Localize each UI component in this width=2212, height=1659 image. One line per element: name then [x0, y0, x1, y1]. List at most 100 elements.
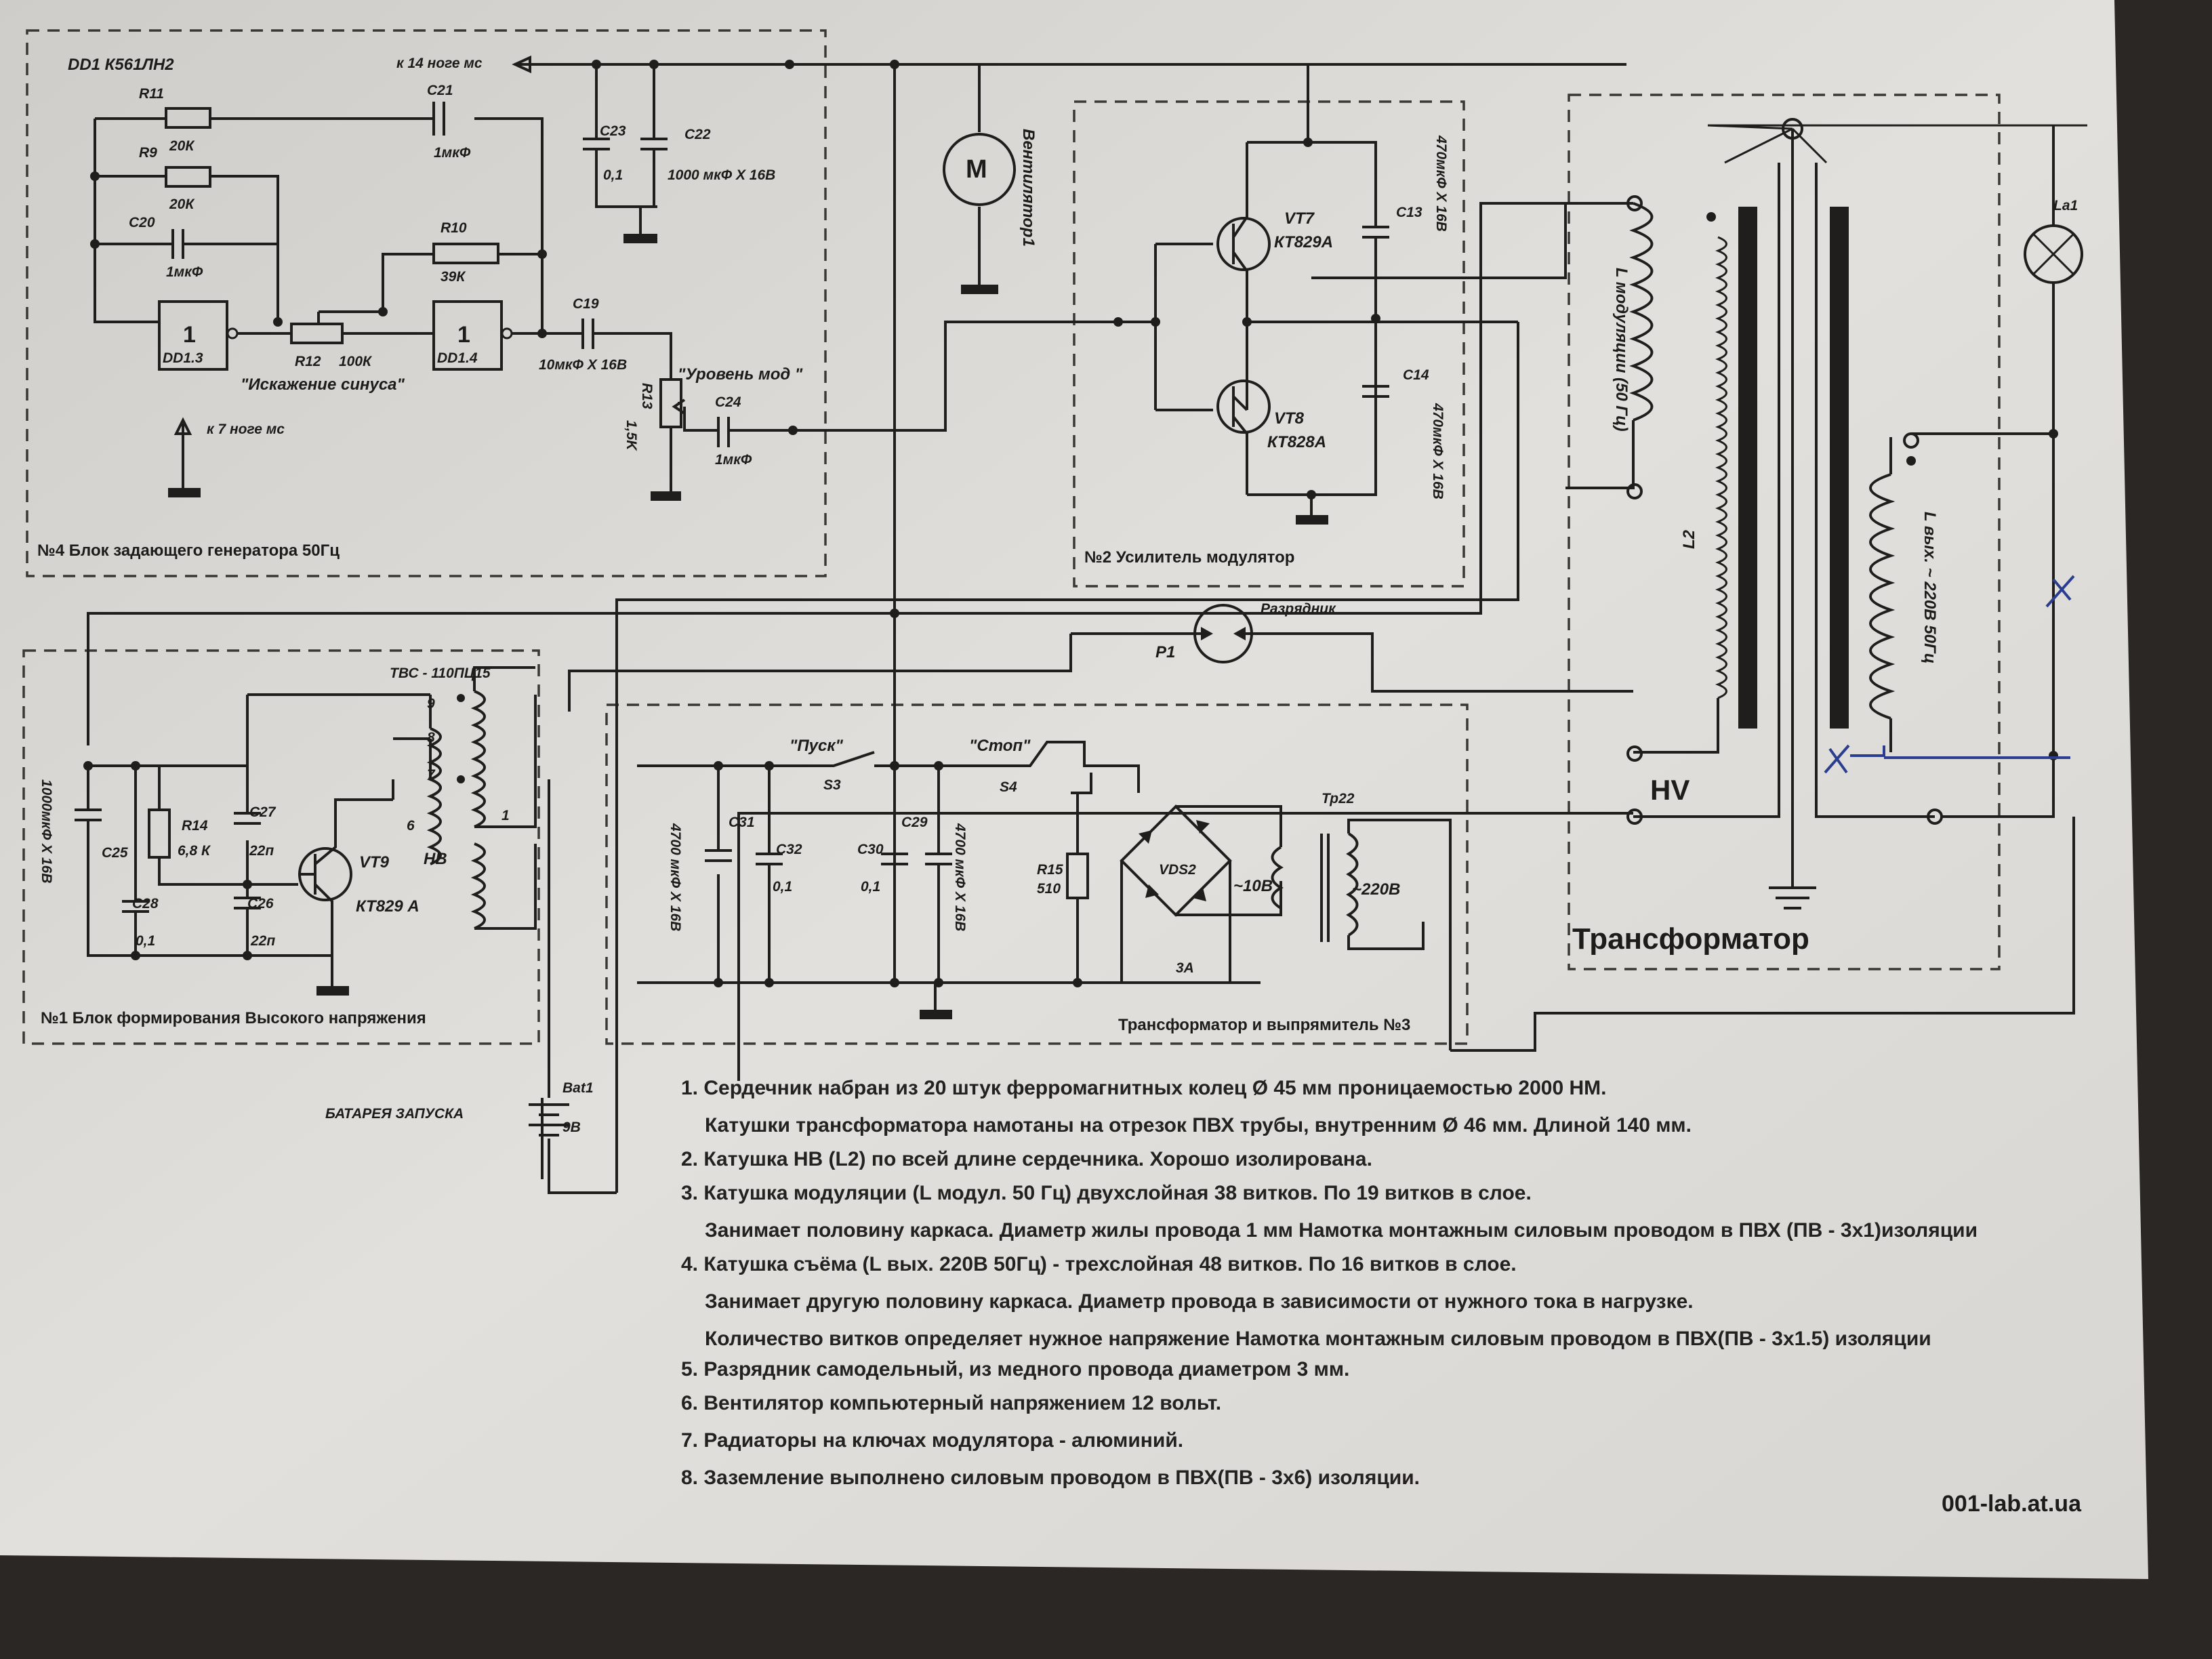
- c19-value: 10мкФ Х 16В: [539, 357, 627, 373]
- block-1-border: [22, 649, 540, 1045]
- c26-value: 22п: [250, 933, 275, 949]
- fan-label: Вентилятор1: [1019, 129, 1038, 247]
- note-1: 1. Сердечник набран из 20 штук ферромагн…: [681, 1077, 1606, 1099]
- battery-label: БАТАРЕЯ ЗАПУСКА: [325, 1106, 464, 1122]
- c31-label: C31: [729, 815, 755, 830]
- note-8: 8. Заземление выполнено силовым проводом…: [681, 1467, 1420, 1489]
- c22-label: C22: [684, 127, 711, 142]
- notes: 1. Сердечник набран из 20 штук ферромагн…: [681, 1077, 1978, 1489]
- c28-value: 0,1: [136, 933, 155, 949]
- amp3-label: 3А: [1176, 960, 1194, 976]
- pin9-label: 9: [427, 696, 435, 712]
- interconnect-wires: [87, 202, 2075, 1193]
- transformer-border: [1568, 94, 2001, 970]
- c22-value: 1000 мкФ Х 16В: [668, 167, 775, 183]
- modulator-block: [793, 64, 1567, 525]
- pin14-label: к 14 ноге мс: [396, 56, 483, 71]
- website-label: 001-lab.at.ua: [1942, 1491, 2082, 1517]
- c19-label: C19: [573, 296, 599, 312]
- block-3-title: Трансформатор и выпрямитель №3: [1118, 1016, 1410, 1034]
- r13-label: R13: [639, 383, 655, 409]
- c23-label: C23: [600, 123, 626, 139]
- c24-label: C24: [715, 394, 741, 410]
- c14-value: 470мкФ Х 16В: [1430, 403, 1446, 499]
- l-mod-label: L модуляции (50 Гц): [1612, 268, 1631, 432]
- c20-label: C20: [129, 215, 155, 230]
- tvs-label: ТВС - 110ПЦ15: [390, 665, 491, 681]
- pin6-label: 6: [407, 818, 415, 834]
- note-1b: Катушки трансформатора намотаны на отрез…: [705, 1114, 1692, 1136]
- note-4: 4. Катушка съёма (L вых. 220В 50Гц) - тр…: [681, 1253, 1517, 1275]
- note-3b: Занимает половину каркаса. Диаметр жилы …: [705, 1219, 1978, 1242]
- paper: [0, 0, 2148, 1579]
- stop-label: "Стоп": [969, 737, 1031, 755]
- note-4b: Занимает другую половину каркаса. Диамет…: [705, 1290, 1694, 1313]
- r13-value: 1,5K: [623, 420, 639, 451]
- note-7: 7. Радиаторы на ключах модулятора - алюм…: [681, 1429, 1183, 1452]
- level-label: "Уровень мод ": [678, 365, 803, 384]
- dd14-label: DD1.4: [437, 350, 478, 366]
- pin8-label: 8: [427, 730, 435, 745]
- c27-label: C27: [249, 804, 276, 820]
- r15-value: 510: [1037, 881, 1061, 897]
- v10-label: ~10В: [1233, 877, 1273, 895]
- s3-label: S3: [823, 777, 841, 793]
- c13-label: C13: [1396, 205, 1422, 220]
- pin7-label: к 7 ноге мс: [207, 422, 285, 437]
- c30-value: 0,1: [861, 879, 880, 895]
- l-out-label: L вых. ~ 220В 50Гц: [1921, 512, 1939, 663]
- r14-label: R14: [182, 818, 208, 834]
- r10-value: 39К: [441, 269, 466, 285]
- note-2: 2. Катушка НВ (L2) по всей длине сердечн…: [681, 1148, 1372, 1170]
- c26-label: C26: [247, 896, 274, 912]
- transformer: [1565, 118, 2087, 909]
- c29-value: 4700 мкФ Х 16В: [952, 823, 968, 931]
- dd13-symbol: 1: [183, 322, 196, 348]
- distortion-label: "Искажение синуса": [241, 375, 405, 394]
- c32-value: 0,1: [773, 879, 792, 895]
- p1-label: P1: [1155, 643, 1175, 661]
- dd1-label: DD1 К561ЛН2: [68, 56, 174, 74]
- bat-value: 9В: [562, 1120, 581, 1135]
- vt8-type: КТ828А: [1267, 433, 1326, 451]
- r10-label: R10: [441, 220, 467, 236]
- r11-label: R11: [139, 86, 164, 102]
- c30-label: C30: [857, 842, 884, 857]
- r11-value: 20К: [169, 138, 195, 154]
- pen-mark-cross-right: [2045, 575, 2075, 608]
- spark-gap: [1071, 604, 1562, 693]
- pin1-label: 1: [501, 808, 510, 823]
- vt7-type: КТ829А: [1274, 233, 1333, 251]
- vds2-label: VDS2: [1159, 862, 1196, 878]
- r14-value: 6,8 К: [178, 843, 211, 859]
- c25-value: 1000мкФ Х 16В: [39, 779, 54, 884]
- vt8-label: VT8: [1274, 409, 1305, 428]
- v220-label: ~220В: [1352, 880, 1400, 899]
- c21-label: C21: [427, 83, 453, 98]
- battery: [529, 779, 617, 1194]
- hv-former-block: [75, 666, 537, 996]
- c13-value: 470мкФ Х 16В: [1433, 135, 1449, 232]
- bat1-label: Bat1: [562, 1080, 594, 1096]
- l2-label: L2: [1680, 529, 1698, 549]
- hv-label: HV: [1650, 774, 1689, 806]
- c24-value: 1мкФ: [715, 452, 752, 468]
- note-4c: Количество витков определяет нужное напр…: [705, 1328, 1931, 1350]
- block-1-title: №1 Блок формирования Высокого напряжения: [41, 1009, 426, 1027]
- la1-label: La1: [2053, 198, 2078, 213]
- pen-mark-line: [1850, 745, 2070, 759]
- transformer-title: Трансформатор: [1572, 922, 1809, 956]
- vt9-type: КТ829 А: [356, 897, 419, 916]
- c21-value: 1мкФ: [434, 145, 471, 161]
- c31-value: 4700 мкФ Х 16В: [668, 823, 683, 931]
- block-2-title: №2 Усилитель модулятор: [1084, 548, 1294, 567]
- c23-value: 0,1: [603, 167, 623, 183]
- c20-value: 1мкФ: [166, 264, 203, 280]
- block-2-border: [1073, 100, 1465, 588]
- tr22-label: Тр22: [1322, 791, 1355, 806]
- note-3: 3. Катушка модуляции (L модул. 50 Гц) дв…: [681, 1182, 1532, 1204]
- note-5: 5. Разрядник самодельный, из медного про…: [681, 1358, 1349, 1380]
- s4-label: S4: [1000, 779, 1017, 795]
- vt9-label: VT9: [359, 853, 390, 872]
